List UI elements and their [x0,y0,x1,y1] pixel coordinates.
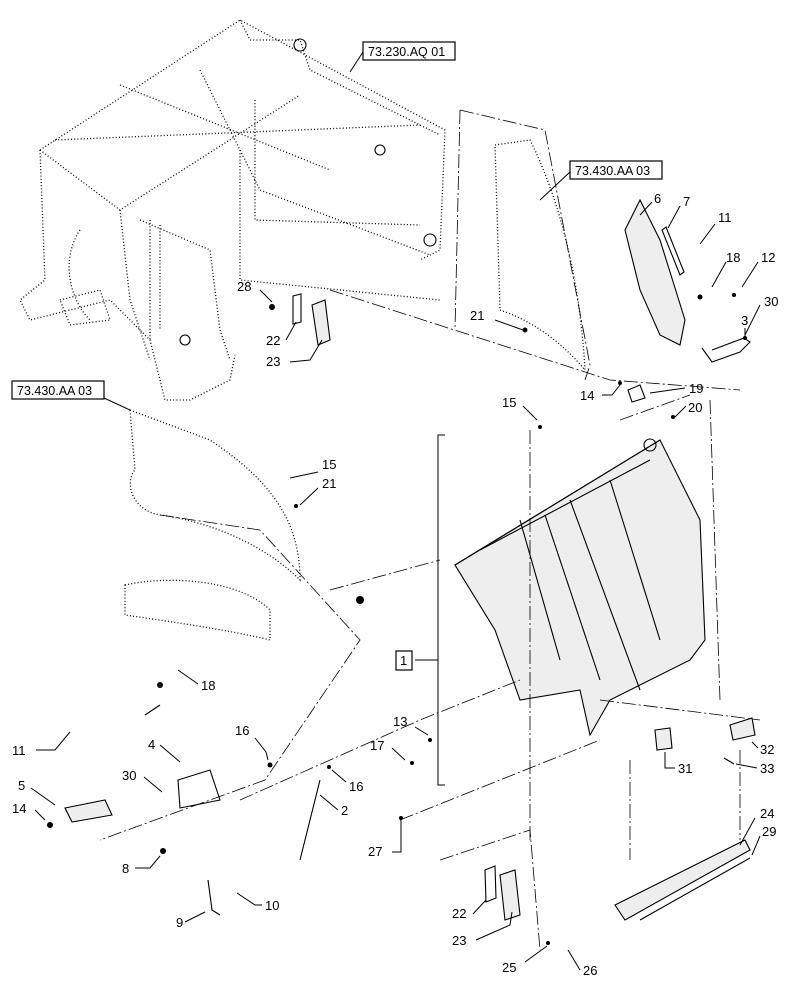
callout-25[interactable]: 25 [502,960,516,975]
right-shield-panel [454,109,591,381]
item-24-strip [614,839,751,921]
callout-30-right[interactable]: 30 [764,294,778,309]
callout-23-bottom[interactable]: 23 [452,933,466,948]
item-4-hinge [177,769,221,809]
callout-22-bottom[interactable]: 22 [452,906,466,921]
callout-26[interactable]: 26 [583,963,597,978]
item-23-plate-bottom [499,869,521,921]
item-9-bolt [207,879,221,916]
callout-2[interactable]: 2 [341,803,348,818]
item-3-bracket [701,337,751,363]
item-11-rod [144,704,161,716]
item-6-side-shield [624,198,686,346]
callout-27[interactable]: 27 [368,844,382,859]
callout-9[interactable]: 9 [176,915,183,930]
callout-13[interactable]: 13 [393,714,407,729]
item-29-strip [639,857,751,921]
item-7-bar [661,226,685,276]
item-22-bracket-bottom [484,865,497,903]
callout-21-right[interactable]: 21 [470,308,484,323]
item-33-spring [723,757,735,765]
item-1-box [395,650,413,671]
main-shield-assembly [454,438,706,737]
item-23-plate-top [311,299,331,346]
callout-12[interactable]: 12 [761,250,775,265]
callout-17[interactable]: 17 [370,738,384,753]
callout-18-right[interactable]: 18 [726,250,740,265]
callout-20[interactable]: 20 [688,400,702,415]
callout-7[interactable]: 7 [683,194,690,209]
reference-label-left-shield[interactable]: 73.430.AA 03 [11,380,131,411]
callout-21-left[interactable]: 21 [322,476,336,491]
callout-11-left[interactable]: 11 [12,743,26,758]
callout-10[interactable]: 10 [265,898,279,913]
callout-28[interactable]: 28 [237,279,251,294]
left-shield-panel [99,409,361,841]
callout-16-right[interactable]: 16 [349,779,363,794]
callout-16-left[interactable]: 16 [235,723,249,738]
callout-14-left[interactable]: 14 [12,801,26,816]
assembly-center-lines [239,289,761,951]
reference-label-frame[interactable]: 73.230.AQ 01 [349,41,456,73]
callout-15-left[interactable]: 15 [322,457,336,472]
callout-15-right[interactable]: 15 [502,395,516,410]
callout-14-right[interactable]: 14 [580,388,594,403]
item-22-bracket-top [292,293,302,325]
item-1-bracket [415,434,445,786]
callout-8[interactable]: 8 [122,861,129,876]
callout-5[interactable]: 5 [18,778,25,793]
item-32-plate [729,717,756,741]
callout-19[interactable]: 19 [689,381,703,396]
item-19-clip [627,384,646,403]
callout-18-left[interactable]: 18 [201,678,215,693]
callout-30-left[interactable]: 30 [122,768,136,783]
callout-11-top[interactable]: 11 [718,210,732,225]
reference-text: 73.430.AA 03 [17,384,92,398]
callout-labels: 2 3 4 5 6 7 8 9 10 11 11 12 13 [12,191,778,978]
callout-29[interactable]: 29 [762,824,776,839]
callout-6[interactable]: 6 [654,191,661,206]
item-31-plate [654,727,673,751]
item-2-strut [299,779,321,861]
reference-text: 73.430.AA 03 [575,164,650,178]
reference-label-right-shield[interactable]: 73.430.AA 03 [539,160,663,201]
callout-33[interactable]: 33 [760,761,774,776]
callout-4[interactable]: 4 [148,737,155,752]
item-5-plate [64,799,113,823]
baler-frame-assembly [19,19,446,401]
callout-32[interactable]: 32 [760,742,774,757]
callout-31[interactable]: 31 [678,761,692,776]
callout-1[interactable]: 1 [400,653,407,668]
reference-text: 73.230.AQ 01 [368,45,445,59]
callout-3[interactable]: 3 [741,313,748,328]
callout-22-top[interactable]: 22 [266,333,280,348]
hardware-fasteners [47,293,747,945]
callout-24[interactable]: 24 [760,806,774,821]
callout-23-top[interactable]: 23 [266,354,280,369]
